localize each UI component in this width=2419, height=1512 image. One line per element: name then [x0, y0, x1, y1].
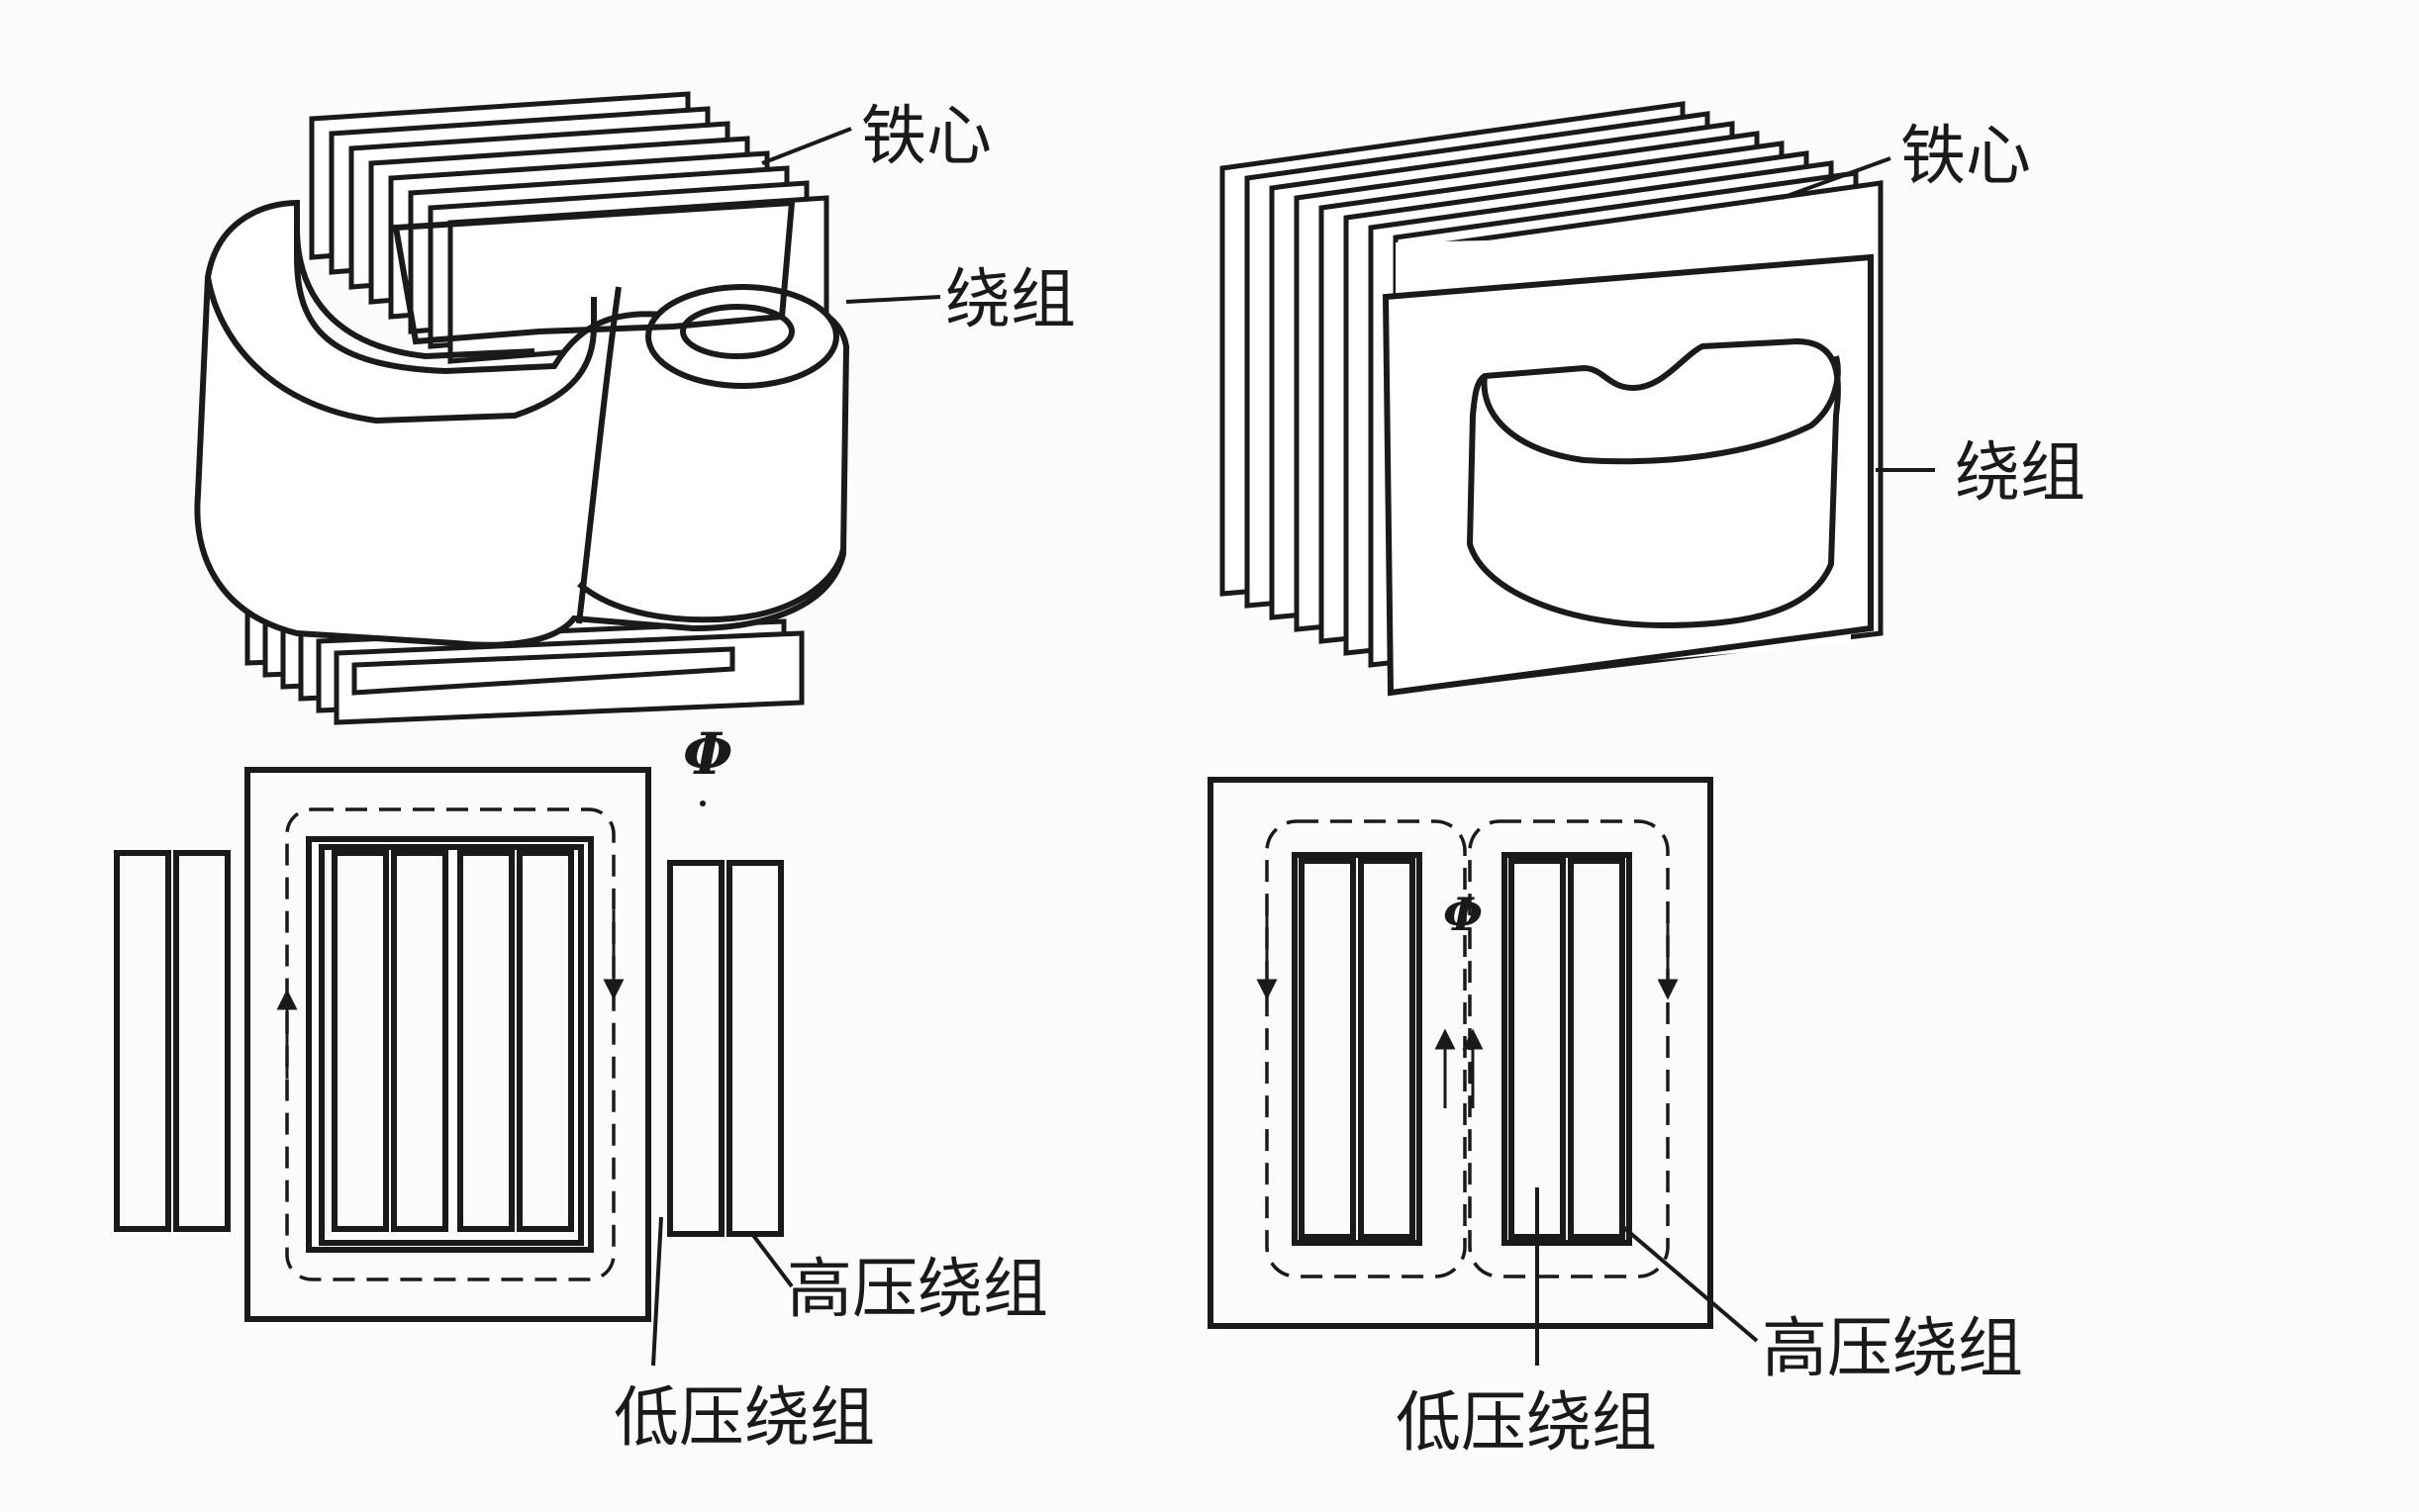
bottom-right-right-winding-outline [1501, 852, 1632, 1246]
bottom-right-right-lv [1508, 858, 1566, 1240]
bottom-left-flux-path [285, 807, 616, 1281]
bottom-left-inner-hv-2 [457, 850, 515, 1232]
bottom-left-hv-label: 高压绕组 [787, 1251, 1048, 1327]
bottom-left-flux-dot [700, 801, 706, 806]
bottom-left-outer-hv-left [114, 850, 171, 1232]
top-right-winding [1466, 337, 1841, 629]
top-left-winding-body [194, 199, 850, 648]
bottom-right-left-hv [1299, 858, 1356, 1240]
top-left-transformer-3d [194, 91, 850, 725]
top-left-core-leader [761, 127, 852, 165]
bottom-left-flux-label: Φ [683, 720, 733, 788]
top-right-winding-label: 绕组 [1955, 434, 2085, 511]
bottom-right-lv-label: 低压绕组 [1396, 1384, 1657, 1461]
bottom-left-hv-leader [750, 1232, 794, 1288]
bottom-right-left-lv [1358, 858, 1415, 1240]
bottom-right-core-frame [1208, 777, 1713, 1329]
bottom-left-core-frame [244, 767, 651, 1322]
bottom-left-inner-lv-2 [517, 850, 574, 1232]
bottom-left-outer-lv-left [173, 850, 231, 1232]
bottom-right-right-hv [1568, 858, 1625, 1240]
top-left-core-front-plate [392, 199, 796, 345]
bottom-left-outer-hv-right [726, 860, 784, 1237]
bottom-left-lv-label: 低压绕组 [614, 1379, 875, 1456]
bottom-right-left-winding-outline [1292, 852, 1422, 1246]
top-left-winding-label: 绕组 [945, 261, 1076, 337]
bottom-left-inner-hv-1 [391, 850, 448, 1232]
bottom-left-inner-lv-1 [332, 850, 389, 1232]
bottom-right-cross-section: Φ [1208, 777, 1759, 1366]
top-right-core-label: 铁心 [1900, 118, 2031, 194]
top-left-core-label: 铁心 [861, 98, 992, 174]
bottom-left-cross-section: Φ [114, 720, 794, 1367]
bottom-left-core-window [306, 836, 594, 1253]
bottom-left-lv-leader [651, 1216, 663, 1367]
bottom-left-outer-lv-right [667, 860, 725, 1237]
bottom-right-hv-leader [1621, 1225, 1759, 1343]
bottom-left-inner-winding-outline [319, 844, 584, 1246]
bottom-right-flux-label: Φ [1443, 888, 1483, 941]
top-right-core-leader [1781, 156, 1891, 200]
top-left-winding-leader [845, 295, 941, 304]
bottom-right-hv-label: 高压绕组 [1762, 1310, 2023, 1386]
